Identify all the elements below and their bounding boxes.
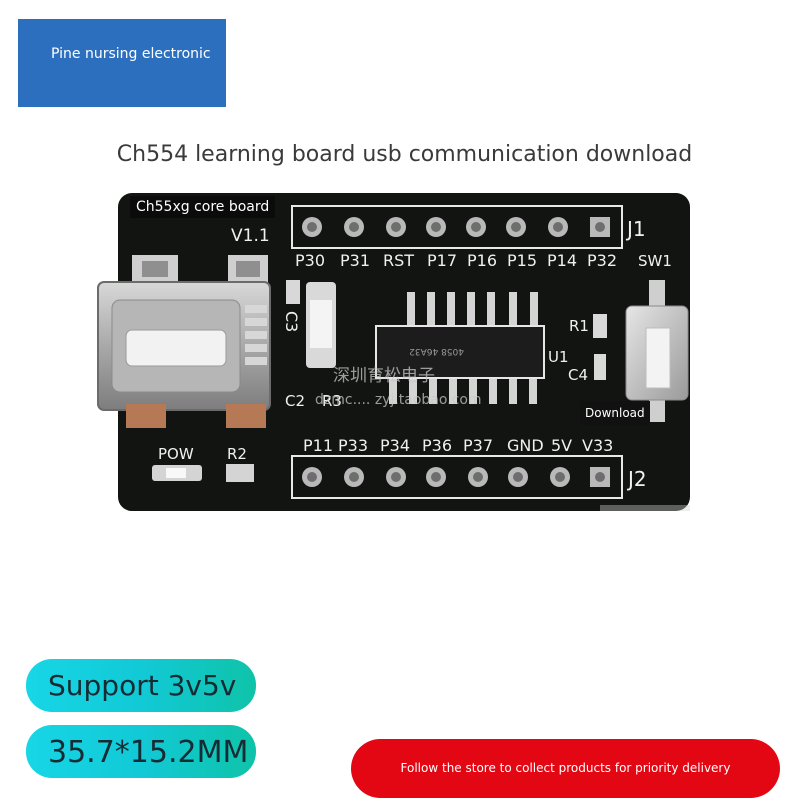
r2-label: R2 <box>227 445 247 463</box>
j2-pin-label: GND <box>507 436 544 455</box>
voltage-badge-text: Support 3v5v <box>48 669 237 702</box>
size-badge: 35.7*15.2MM <box>26 725 256 778</box>
j2-pin-label: V33 <box>582 436 613 455</box>
chip-pins-top <box>407 292 538 326</box>
j1-pin-label: P31 <box>340 251 370 270</box>
chip-marking: 4058 46A32 <box>409 346 464 356</box>
j1-pin-label: P32 <box>587 251 617 270</box>
pow-led <box>152 465 202 481</box>
usb-shield-pad <box>228 255 268 283</box>
j1-pin-label: P15 <box>507 251 537 270</box>
download-label: Download <box>580 401 650 425</box>
ch554-chip: 4058 46A32 <box>375 325 545 379</box>
header-j1-outline <box>291 205 623 249</box>
pow-label: POW <box>158 445 194 463</box>
r3-label: R3 <box>322 392 342 410</box>
c2-label: C2 <box>285 392 305 410</box>
u1-label: U1 <box>548 348 569 366</box>
r1-label: R1 <box>569 317 589 335</box>
header-j2-pads <box>302 467 610 487</box>
r1-resistor <box>593 314 607 338</box>
j1-pin-label: RST <box>383 251 414 270</box>
j2-ref: J2 <box>626 467 647 491</box>
chip-pins-bottom <box>389 374 537 404</box>
j2-pin-label: P33 <box>338 436 368 455</box>
header-j1-pads <box>302 217 610 237</box>
j2-pin-label: P11 <box>303 436 333 455</box>
j1-pin-label: P17 <box>427 251 457 270</box>
follow-store-button[interactable]: Follow the store to collect products for… <box>351 739 780 798</box>
j1-pin-label: P14 <box>547 251 577 270</box>
sw1-label: SW1 <box>638 252 672 270</box>
header-j2-outline <box>291 455 623 499</box>
c3-capacitor <box>306 282 336 368</box>
usb-shield-pad <box>132 255 178 283</box>
core-board-label: Ch55xg core board <box>130 196 276 218</box>
product-headline: Ch554 learning board usb communication d… <box>116 142 693 167</box>
follow-store-label: Follow the store to collect products for… <box>400 761 731 775</box>
j2-pin-label: P37 <box>463 436 493 455</box>
j1-ref: J1 <box>625 217 646 241</box>
brand-name: Pine nursing electronic <box>51 46 211 62</box>
c4-capacitor <box>594 354 606 380</box>
watermark-cn: 深圳育松电子 <box>333 366 435 386</box>
watermark-url: dzmc.... zyj.taobao.com <box>315 392 482 408</box>
c3-label: C3 <box>282 311 301 332</box>
pcb-board <box>118 193 690 511</box>
j1-pin-label: P16 <box>467 251 497 270</box>
j1-pin-label: P30 <box>295 251 325 270</box>
size-badge-text: 35.7*15.2MM <box>48 735 249 770</box>
mini-usb-connector <box>97 281 271 428</box>
j2-pin-label: P36 <box>422 436 452 455</box>
j2-pin-label: 5V <box>551 436 572 455</box>
r2-resistor <box>226 464 254 482</box>
c4-label: C4 <box>568 366 588 384</box>
version-label: V1.1 <box>231 226 270 246</box>
brand-logo-box: Pine nursing electronic <box>18 19 226 107</box>
voltage-badge: Support 3v5v <box>26 659 256 712</box>
j2-pin-label: P34 <box>380 436 410 455</box>
